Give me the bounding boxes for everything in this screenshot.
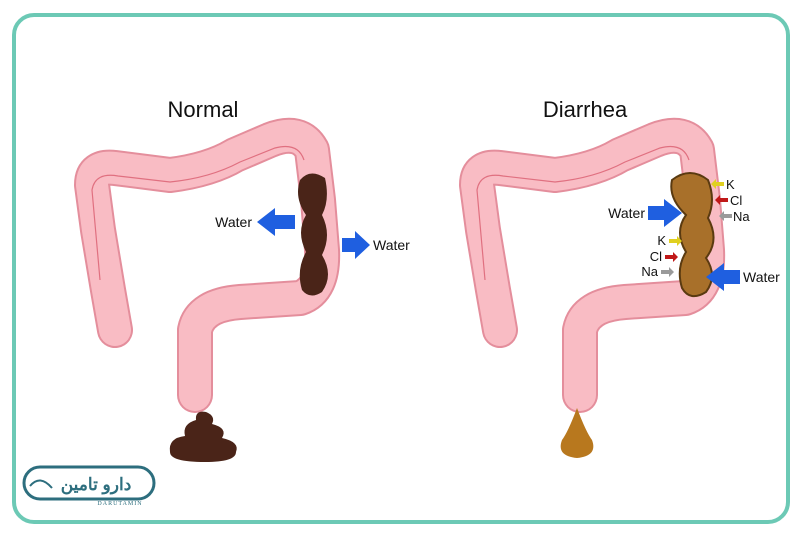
diarrhea-water-right-label: Water [743, 269, 780, 285]
normal-title: Normal [168, 97, 239, 122]
water-arrow-in-right-icon [706, 263, 740, 291]
ion-top-na: Na [733, 209, 750, 224]
diarrhea-title: Diarrhea [543, 97, 628, 122]
water-arrow-in-left-icon [648, 199, 682, 227]
ion-top-cl: Cl [730, 193, 742, 208]
normal-colon [92, 136, 322, 395]
ion-top-k: K [726, 177, 735, 192]
ion-bottom-na: Na [641, 264, 658, 279]
na-arrow-icon [661, 267, 674, 277]
cl-arrow-icon [665, 252, 678, 262]
logo: دارو تامین DARUTAMIN [22, 465, 156, 507]
k-arrow-icon [711, 179, 724, 189]
ion-bottom-k: K [657, 233, 666, 248]
normal-stool [298, 173, 328, 296]
stool-pile-icon [169, 411, 237, 462]
normal-water-out-label: Water [373, 237, 410, 253]
diarrhea-water-left-label: Water [608, 205, 645, 221]
water-arrow-left-icon [257, 208, 295, 236]
logo-text-fa: دارو تامین [61, 475, 132, 495]
frame-border [12, 13, 790, 524]
water-arrow-right-icon [342, 231, 370, 259]
k-arrow-icon [669, 236, 682, 246]
normal-panel: Normal Water Water [92, 97, 410, 462]
normal-water-in-label: Water [215, 214, 252, 230]
na-arrow-icon [719, 211, 732, 221]
diarrhea-colon [477, 136, 707, 395]
liquid-drop-icon [560, 408, 594, 458]
diarrhea-panel: Diarrhea Water Water K Cl Na K Cl Na [477, 97, 780, 458]
logo-text-en: DARUTAMIN [97, 501, 142, 507]
diarrhea-stool [670, 172, 715, 298]
ion-bottom-cl: Cl [650, 249, 662, 264]
cl-arrow-icon [715, 195, 728, 205]
